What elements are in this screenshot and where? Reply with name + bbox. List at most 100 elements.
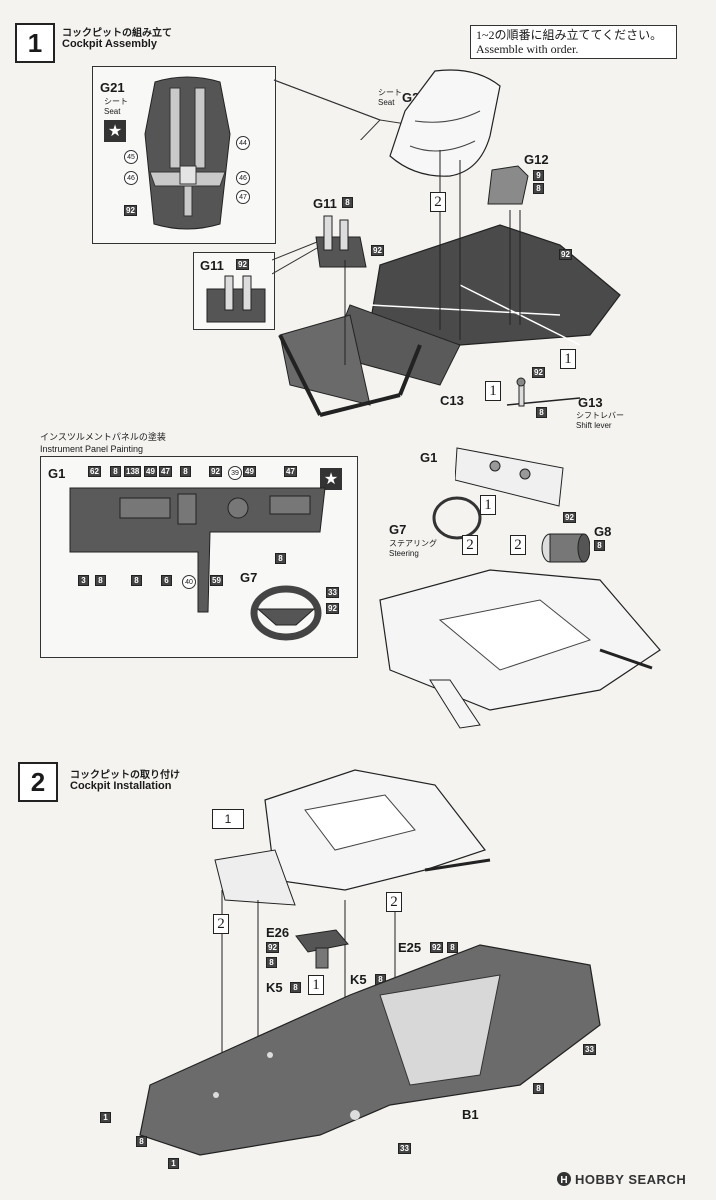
assembly-order-note: 1~2の順番に組み立ててください。 Assemble with order. (470, 25, 677, 59)
g11-paint-92: 92 (371, 245, 384, 256)
paint-92-seat: 92 (124, 205, 137, 216)
ip-code-6: 6 (161, 575, 172, 586)
star-icon-instrument: ★ (320, 468, 342, 490)
order-1-bottom: 1 (485, 381, 501, 401)
instrument-panel-illustration (69, 487, 326, 613)
step-2-title-jp: コックピットの取り付け (70, 770, 180, 781)
callout-47: 47 (236, 190, 250, 204)
g7-part: G7 (389, 522, 407, 537)
g13-name-jp: シフトレバー (576, 411, 624, 420)
g13-part: G13 (578, 395, 603, 410)
g11-detail-part: G11 (200, 258, 224, 273)
callout-44: 44 (236, 136, 250, 150)
shift-lever-illustration (506, 377, 581, 407)
ip-code-92: 92 (209, 466, 222, 477)
g11-detail-illustration (206, 275, 266, 323)
g12-part: G12 (524, 152, 549, 167)
ip-code-49a: 49 (144, 466, 157, 477)
g13-name-en: Shift lever (576, 421, 612, 430)
k5a-paint-8: 8 (290, 982, 301, 993)
step2-cockpit-illustration (214, 769, 491, 906)
svg-text:H: H (560, 1175, 567, 1186)
e26-paint-92: 92 (266, 942, 279, 953)
seat-detail-name-jp: シート (104, 97, 128, 106)
floor-code-8-right: 8 (533, 1083, 544, 1094)
steering-wheel-illustration (250, 585, 322, 641)
g1-part: G1 (420, 450, 438, 465)
g13-paint-8: 8 (536, 407, 547, 418)
order-1-right: 1 (560, 349, 576, 369)
frame-paint-92: 92 (559, 249, 572, 260)
ip-code-40: 40 (182, 575, 196, 589)
seat-illustration (389, 69, 501, 177)
g12-paint-9: 9 (533, 170, 544, 181)
seat-name-en: Seat (378, 98, 395, 107)
ip-code-62: 62 (88, 466, 101, 477)
note-en: Assemble with order. (476, 42, 579, 56)
step2-ref-1: 1 (212, 809, 244, 829)
instrument-part: G1 (48, 466, 66, 481)
g11-illustration (315, 215, 367, 268)
step2-order-1-left: 1 (308, 975, 324, 995)
g11-paint-8: 8 (342, 197, 353, 208)
star-icon: ★ (104, 120, 126, 142)
order-2-seat: 2 (430, 192, 446, 212)
g7-name-en: Steering (389, 549, 419, 558)
order-2-steering: 2 (462, 535, 478, 555)
floor-code-33-mid: 33 (398, 1143, 411, 1154)
ip-code-8e: 8 (275, 553, 286, 564)
e26-illustration (295, 929, 349, 969)
k5a-part: K5 (266, 980, 283, 995)
ip-code-8c: 8 (95, 575, 106, 586)
e26-part: E26 (266, 925, 290, 940)
ip-code-8d: 8 (131, 575, 142, 586)
step-2-number: 2 (18, 762, 58, 802)
note-jp: 1~2の順番に組み立ててください。 (476, 28, 663, 42)
g11-part: G11 (313, 196, 337, 211)
cockpit-frame-illustration (278, 224, 621, 417)
e25-paint-8: 8 (447, 942, 458, 953)
ip-code-3: 3 (78, 575, 89, 586)
floor-code-1-top: 1 (100, 1112, 111, 1123)
g12-paint-8: 8 (533, 183, 544, 194)
ip-g7-part: G7 (240, 570, 258, 585)
ip-code-47b: 47 (284, 466, 297, 477)
g7-name-jp: ステアリング (389, 539, 437, 548)
step-2-title-en: Cockpit Installation (70, 780, 172, 792)
ip-code-49b: 49 (243, 466, 256, 477)
g8-part: G8 (594, 524, 612, 539)
callout-line-g11 (272, 241, 318, 275)
ip-code-39: 39 (228, 466, 242, 480)
floor-code-33-right: 33 (583, 1044, 596, 1055)
instrument-title-en: Instrument Panel Painting (40, 444, 144, 454)
step2-order-2-left: 2 (213, 914, 229, 934)
k5b-part: K5 (350, 972, 367, 987)
b1-part: B1 (462, 1107, 479, 1122)
steering-side-illustration (432, 496, 482, 540)
callout-45: 45 (124, 150, 138, 164)
ip-g7-code-33: 33 (326, 587, 339, 598)
step-1-title-jp: コックピットの組み立て (62, 28, 172, 39)
g8-paint-8: 8 (594, 540, 605, 551)
step2-order-2-right: 2 (386, 892, 402, 912)
g8-paint-92: 92 (563, 512, 576, 523)
dashboard-illustration (455, 447, 564, 507)
step-1-number: 1 (15, 23, 55, 63)
seat-detail-part: G21 (100, 80, 125, 95)
hobby-search-logo-icon: H (557, 1172, 571, 1186)
floor-b1-illustration (139, 944, 601, 1156)
g11-detail-paint-92: 92 (236, 259, 249, 270)
ip-code-59: 59 (210, 575, 223, 586)
g8-illustration (541, 533, 590, 563)
instrument-title-jp: インスツルメントパネルの塗装 (40, 432, 166, 442)
seat-detail-name-en: Seat (104, 107, 121, 116)
ip-code-8a: 8 (110, 466, 121, 477)
order-1-g1: 1 (480, 495, 496, 515)
floor-code-8: 8 (136, 1136, 147, 1147)
g12-illustration (487, 165, 529, 205)
ip-code-138: 138 (124, 466, 142, 477)
seat-belt-illustration (144, 76, 231, 230)
order-2-dash: 2 (510, 535, 526, 555)
cockpit-tub-illustration (379, 569, 661, 729)
callout-46-left: 46 (124, 171, 138, 185)
